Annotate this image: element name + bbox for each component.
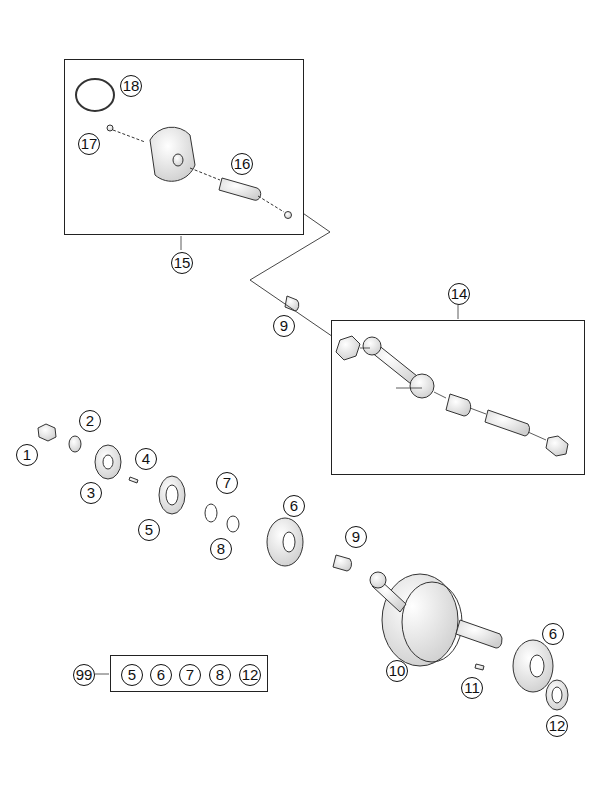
callout-number: 9 (345, 526, 367, 548)
callout-number: 9 (273, 315, 295, 337)
callout-number: 5 (121, 664, 143, 686)
group-box: 14 (331, 320, 585, 475)
callout-number: 10 (386, 660, 409, 682)
callout-number: 6 (283, 495, 305, 517)
group-box: 15 (64, 59, 304, 235)
callout-number: 18 (120, 75, 143, 97)
callout-number: 3 (80, 482, 102, 504)
callout-number: 16 (231, 153, 254, 175)
callout-number: 14 (448, 283, 471, 305)
callout-number: 12 (546, 715, 569, 737)
callout-number: 2 (79, 410, 101, 432)
callout-number: 8 (209, 664, 231, 686)
callout-number: 11 (461, 677, 483, 699)
callout-number: 5 (138, 519, 160, 541)
callout-number: 8 (210, 538, 232, 560)
callout-number: 6 (150, 664, 172, 686)
callout-number: 17 (78, 133, 101, 155)
callout-number: 4 (135, 448, 157, 470)
callout-number: 15 (171, 252, 194, 274)
callout-number: 7 (179, 664, 201, 686)
callout-number: 99 (73, 664, 96, 686)
callout-number: 6 (542, 623, 564, 645)
group-box: 99567812 (110, 655, 268, 692)
callout-number: 7 (216, 472, 238, 494)
callout-number: 12 (239, 664, 262, 686)
callout-number: 1 (16, 444, 38, 466)
